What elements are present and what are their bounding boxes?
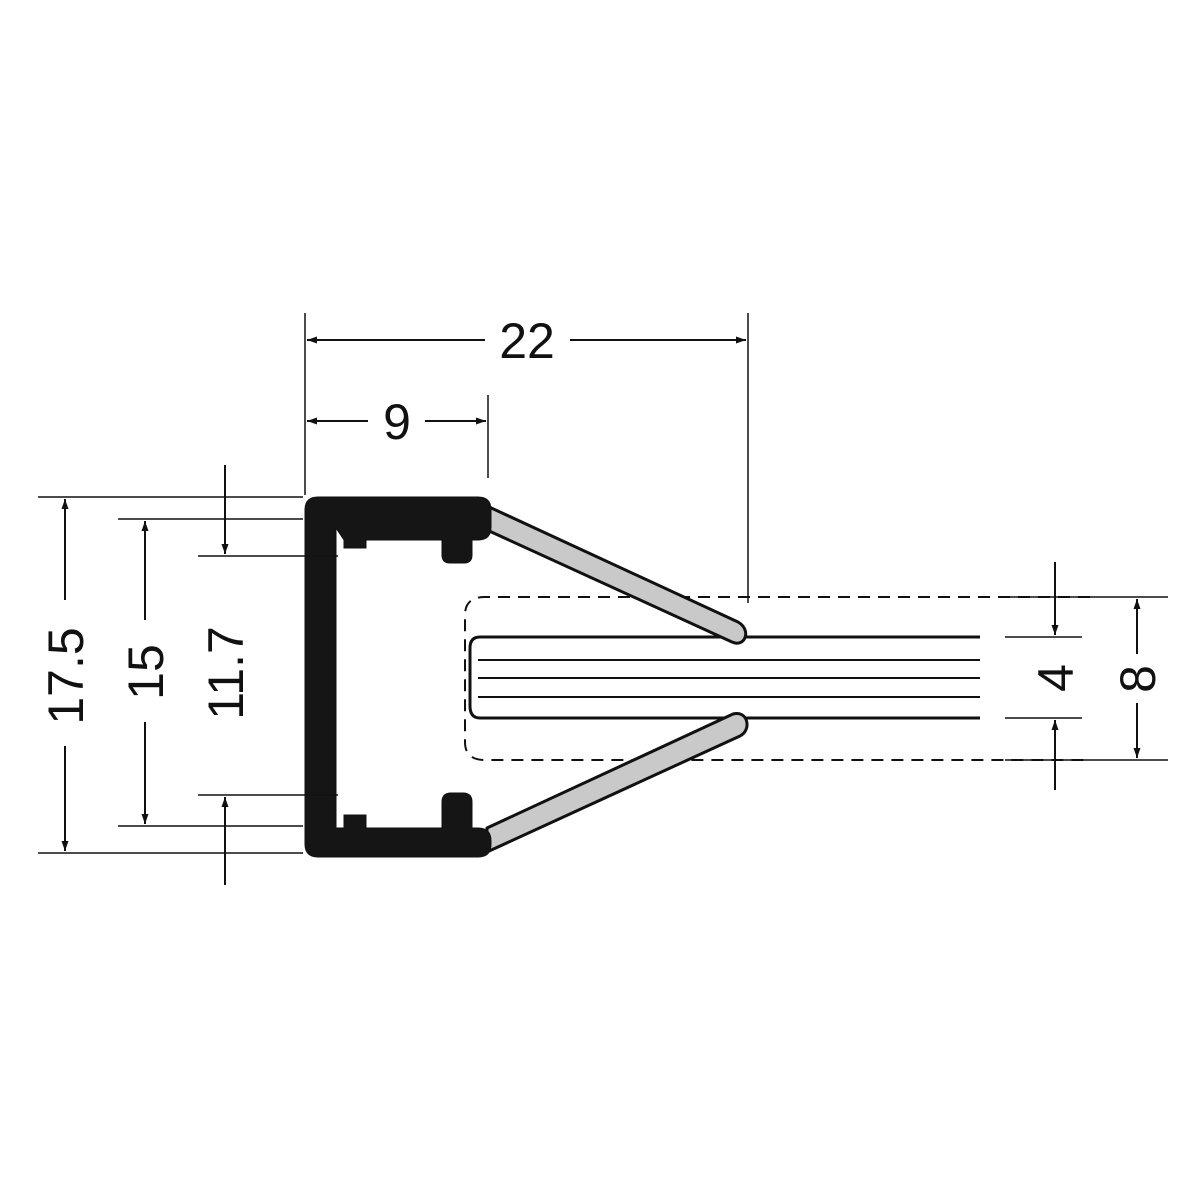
dim-opening-height-label: 11.7 (198, 626, 254, 720)
dim-panel-zone-label: 8 (1110, 665, 1166, 693)
dim-opening-height: 11.7 (198, 465, 254, 885)
dim-panel-thickness-label: 4 (1028, 664, 1084, 692)
glass-panel-outline (464, 596, 1090, 761)
dim-inner-height-label: 15 (118, 644, 174, 700)
dim-channel-width-label: 9 (383, 394, 411, 450)
u-profile (304, 496, 492, 858)
sealing-lip-bottom (485, 712, 749, 854)
dim-outer-height-label: 17.5 (38, 627, 94, 724)
dim-panel-zone: 8 (1110, 599, 1166, 758)
dim-channel-width: 9 (307, 394, 486, 450)
glass-panel (468, 635, 980, 720)
dim-panel-thickness: 4 (1028, 562, 1084, 790)
sealing-lip-top (485, 504, 748, 645)
extension-lines (38, 313, 1168, 854)
dim-overall-width-label: 22 (499, 313, 555, 369)
dim-outer-height: 17.5 (38, 499, 94, 851)
dim-inner-height: 15 (118, 521, 174, 824)
dim-overall-width: 22 (307, 313, 746, 369)
